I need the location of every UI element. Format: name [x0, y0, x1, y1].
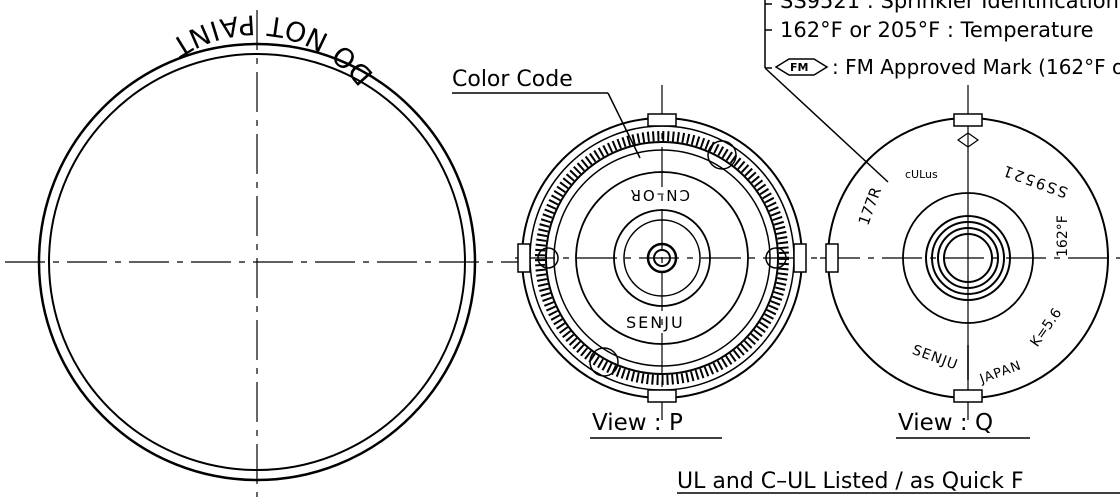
view-q-label: View : Q	[898, 410, 993, 436]
view-p-top-text: CN–OR	[629, 186, 690, 204]
note-line-3: : FM Approved Mark (162°F o	[832, 55, 1120, 79]
note-line-2: 162°F or 205°F : Temperature	[780, 18, 1094, 42]
view-q-cul-mark: cULus	[905, 168, 938, 181]
view-p-bottom-text: SENJU	[626, 313, 685, 332]
color-code-label: Color Code	[452, 67, 573, 92]
view-q-diagram: cULus SS9521 177R 162°F K=5.6 SENJU JAPA…	[820, 85, 1120, 439]
do-not-paint-text: DO NOT PAINT	[164, 8, 380, 90]
ul-listed-text: UL and C–UL Listed / as Quick F	[677, 469, 1024, 494]
view-q-temp-code: 177R	[855, 185, 885, 228]
color-code-callout: Color Code	[452, 67, 641, 159]
view-q-k-factor: K=5.6	[1027, 305, 1065, 350]
left-disc-view: DO NOT PAINT	[5, 8, 520, 497]
view-q-fm-icon	[956, 132, 980, 148]
notes-leader-line	[764, 67, 889, 183]
fm-mark-icon: FM	[774, 58, 829, 76]
view-p-label: View : P	[592, 410, 683, 436]
view-q-country: JAPAN	[977, 358, 1024, 387]
svg-text:FM: FM	[790, 61, 808, 74]
view-q-model-text: SS9521	[999, 161, 1070, 202]
view-p-diagram: CN–OR SENJU View : P	[515, 85, 820, 439]
notes-block: SS9521 : Sprinkler Identification... 162…	[764, 0, 1120, 183]
note-line-1: SS9521 : Sprinkler Identification...	[780, 0, 1120, 13]
view-q-temp: 162°F	[1055, 215, 1071, 257]
view-q-maker: SENJU	[910, 342, 960, 373]
